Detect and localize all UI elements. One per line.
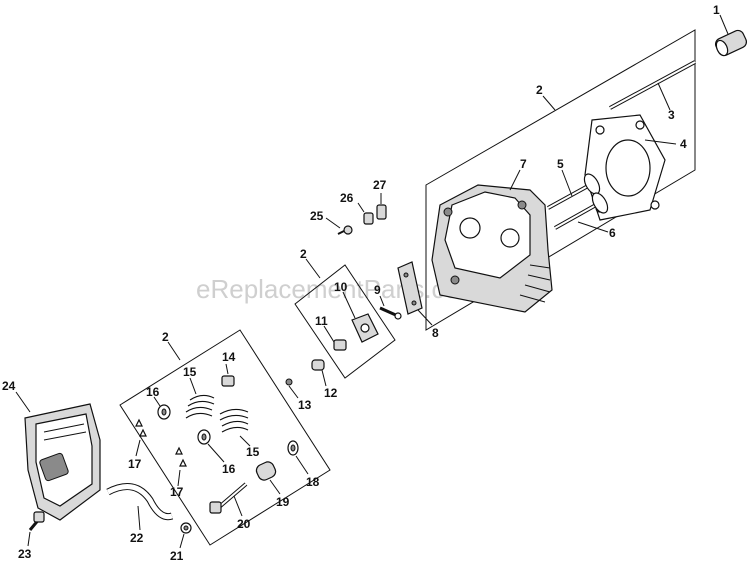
part-23-screw[interactable] — [28, 511, 45, 531]
part-24-valve-cover[interactable] — [24, 403, 101, 521]
part-14-spring-retainer[interactable] — [221, 375, 235, 387]
callout-27: 27 — [373, 178, 387, 192]
part-26-fitting[interactable] — [363, 212, 374, 225]
callout-1: 1 — [713, 3, 720, 17]
callout-16-lower: 16 — [222, 462, 236, 476]
callout-17-lower: 17 — [170, 485, 184, 499]
part-21-clamp[interactable] — [180, 522, 192, 534]
rocker-group-frame — [294, 264, 396, 379]
callout-5: 5 — [557, 157, 564, 171]
callout-22: 22 — [130, 531, 144, 545]
callout-19: 19 — [276, 495, 290, 509]
callout-8: 8 — [432, 326, 439, 340]
callout-24: 24 — [2, 379, 16, 393]
part-17-valve-keepers-upper[interactable] — [135, 418, 147, 437]
callout-6: 6 — [609, 226, 616, 240]
callout-3: 3 — [668, 108, 675, 122]
part-27-fitting[interactable] — [376, 204, 387, 220]
callout-21: 21 — [170, 549, 184, 563]
part-17-valve-keepers-lower[interactable] — [175, 446, 187, 467]
callout-20: 20 — [237, 517, 251, 531]
valve-spring-group-frame — [119, 329, 331, 546]
callout-2-cylinder-head-group: 2 — [536, 83, 543, 97]
callout-4: 4 — [680, 137, 687, 151]
part-3-push-rod[interactable] — [609, 60, 696, 110]
callout-7: 7 — [520, 157, 527, 171]
part-6-exhaust-valve[interactable] — [554, 190, 611, 230]
part-8-plate[interactable] — [397, 261, 423, 315]
part-4-head-gasket[interactable] — [584, 114, 666, 221]
callout-13: 13 — [298, 398, 312, 412]
callout-17-upper: 17 — [128, 457, 142, 471]
part-16-washer-upper[interactable] — [157, 404, 171, 420]
callout-16-upper: 16 — [146, 385, 160, 399]
callout-9: 9 — [374, 283, 381, 297]
part-10-rocker-arm[interactable] — [351, 313, 379, 343]
part-25-screw[interactable] — [337, 225, 353, 235]
cylinder-head-group-frame — [425, 29, 696, 331]
callout-26: 26 — [340, 191, 354, 205]
part-15-valve-spring-upper[interactable] — [185, 394, 215, 419]
callout-2-rocker-group: 2 — [300, 247, 307, 261]
part-13-nut[interactable] — [285, 378, 293, 386]
part-12-nut[interactable] — [311, 359, 325, 371]
callout-2-valve-spring-group: 2 — [162, 330, 169, 344]
part-1-plug[interactable] — [714, 29, 749, 58]
part-18-washer[interactable] — [287, 440, 299, 456]
callout-18: 18 — [306, 475, 320, 489]
part-16-washer-lower[interactable] — [197, 429, 211, 445]
part-7-cylinder-head[interactable] — [431, 184, 553, 313]
part-22-breather-hose[interactable] — [106, 483, 174, 521]
callout-11: 11 — [315, 314, 328, 328]
watermark-text: eReplacementParts.com — [196, 274, 481, 304]
part-20-head-bolt[interactable] — [209, 482, 248, 514]
part-19-valve-guide[interactable] — [254, 460, 277, 482]
part-15-valve-spring-lower[interactable] — [219, 408, 249, 433]
part-9-rocker-stud[interactable] — [379, 306, 402, 320]
callout-12: 12 — [324, 386, 338, 400]
callout-25: 25 — [310, 209, 324, 223]
callout-10: 10 — [334, 280, 348, 294]
callout-15-upper: 15 — [183, 365, 197, 379]
part-11-rocker-pivot[interactable] — [333, 339, 347, 351]
callout-14: 14 — [222, 350, 236, 364]
callout-15-lower: 15 — [246, 445, 260, 459]
callout-23: 23 — [18, 547, 32, 561]
